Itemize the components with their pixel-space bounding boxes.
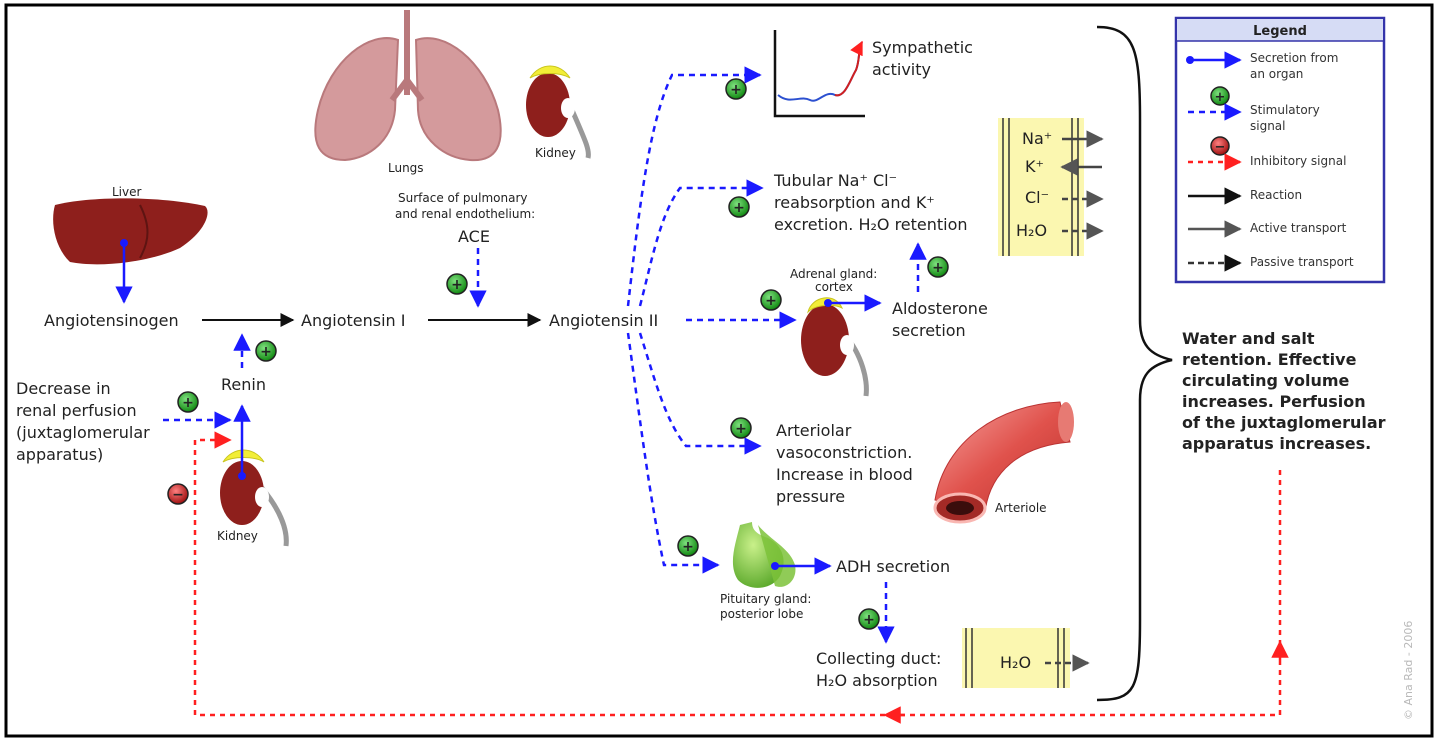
ace-line-2: and renal endothelium: [395, 207, 535, 221]
svg-text:+: + [682, 539, 694, 555]
kidney-bottom-icon [220, 449, 289, 547]
lungs-icon [314, 10, 502, 162]
result-line-5: of the juxtaglomerular [1182, 413, 1386, 432]
arteriolar-line-4: pressure [776, 487, 845, 506]
sympathetic-line-2: activity [872, 60, 931, 79]
legend-secretion-label-1: Secretion from [1250, 51, 1338, 65]
result-line-1: Water and salt [1182, 329, 1315, 348]
pituitary-stim-arrow [626, 332, 720, 574]
plus-icon: + [728, 196, 750, 218]
sympathetic-stim-arrow [626, 66, 762, 307]
svg-text:−: − [172, 487, 184, 503]
legend-secretion-label-2: an organ [1250, 67, 1303, 81]
collecting-line-2: H₂O absorption [816, 671, 938, 690]
feedback-inhibitory-arrow [193, 431, 1282, 717]
plus-icon: + [446, 273, 468, 295]
tubular-line-2: reabsorption and K⁺ [774, 193, 935, 212]
svg-text:+: + [730, 82, 742, 98]
legend-passive-label: Passive transport [1250, 255, 1354, 269]
effects-brace [1096, 25, 1173, 702]
svg-text:+: + [260, 344, 272, 360]
plus-icon: + [255, 340, 277, 362]
svg-text:−: − [1215, 140, 1226, 155]
legend-minus-icon: − [1210, 136, 1230, 156]
sympathetic-graph [773, 30, 865, 118]
result-line-3: circulating volume [1182, 371, 1350, 390]
arteriolar-line-3: Increase in blood [776, 465, 913, 484]
collecting-ion: H₂O [1000, 653, 1031, 672]
svg-text:+: + [863, 612, 875, 628]
arteriolar-line-1: Arteriolar [776, 421, 852, 440]
pituitary-label-2: posterior lobe [720, 607, 803, 621]
arteriole-label: Arteriole [995, 501, 1047, 515]
svg-text:+: + [765, 293, 777, 309]
collecting-line-1: Collecting duct: [816, 649, 941, 668]
liver-label: Liver [112, 185, 142, 199]
plus-icon: + [858, 608, 880, 630]
adrenal-kidney-icon [801, 297, 869, 397]
adh-label: ADH secretion [836, 557, 950, 576]
legend-active-label: Active transport [1250, 221, 1347, 235]
adrenal-label-2: cortex [815, 280, 853, 294]
plus-icon: + [760, 289, 782, 311]
aldosterone-line-2: secretion [892, 321, 966, 340]
legend-title: Legend [1253, 24, 1307, 39]
result-line-4: increases. Perfusion [1182, 392, 1366, 411]
angiotensin-i-label: Angiotensin I [301, 311, 405, 330]
svg-text:+: + [932, 260, 944, 276]
adrenal-label-1: Adrenal gland: [790, 267, 877, 281]
svg-text:+: + [451, 277, 463, 293]
angiotensin-ii-label: Angiotensin II [549, 311, 658, 330]
aldosterone-line-1: Aldosterone [892, 299, 988, 318]
credit-text: © Ana Rad - 2006 [1402, 621, 1415, 720]
svg-text:+: + [733, 200, 745, 216]
legend-stim-label-2: signal [1250, 119, 1286, 133]
perfusion-line-3: (juxtaglomerular [16, 423, 150, 442]
result-line-2: retention. Effective [1182, 350, 1357, 369]
renin-label: Renin [221, 375, 266, 394]
ion-k: K⁺ [1025, 157, 1044, 176]
legend-box: Legend Secretion from an organ + Stimula… [1174, 16, 1386, 284]
sympathetic-line-1: Sympathetic [872, 38, 973, 57]
legend-inhib-label: Inhibitory signal [1250, 154, 1346, 168]
ion-na: Na⁺ [1022, 129, 1052, 148]
plus-sign-icons: + + + + + + + + + + [177, 78, 949, 630]
ion-h2o: H₂O [1016, 221, 1047, 240]
ion-cl: Cl⁻ [1025, 188, 1049, 207]
svg-text:+: + [735, 421, 747, 437]
arteriole-icon [933, 401, 1074, 524]
minus-icon: − [167, 483, 189, 505]
plus-icon: + [730, 417, 752, 439]
perfusion-line-4: apparatus) [16, 445, 103, 464]
pituitary-label-1: Pituitary gland: [720, 592, 811, 606]
perfusion-line-1: Decrease in [16, 379, 111, 398]
plus-icon: + [677, 535, 699, 557]
ace-label: ACE [458, 227, 490, 246]
plus-icon: + [177, 391, 199, 413]
ace-line-1: Surface of pulmonary [398, 191, 528, 205]
perfusion-line-2: renal perfusion [16, 401, 137, 420]
kidney-top-label: Kidney [535, 146, 576, 160]
angiotensinogen-label: Angiotensinogen [44, 311, 179, 330]
legend-reaction-label: Reaction [1250, 188, 1302, 202]
kidney-top-icon [526, 65, 591, 159]
result-line-6: apparatus increases. [1182, 434, 1371, 453]
svg-text:+: + [182, 395, 194, 411]
liver-icon [53, 198, 208, 265]
tubular-transport-panel [998, 118, 1084, 256]
tubular-line-1: Tubular Na⁺ Cl⁻ [773, 171, 897, 190]
tubular-line-3: excretion. H₂O retention [774, 215, 968, 234]
legend-plus-icon: + [1210, 86, 1230, 106]
plus-icon: + [927, 256, 949, 278]
svg-text:+: + [1215, 90, 1226, 105]
lungs-label: Lungs [388, 161, 424, 175]
kidney-bottom-label: Kidney [217, 529, 258, 543]
collecting-transport-panel [962, 628, 1070, 688]
pituitary-icon [732, 522, 796, 588]
legend-stim-label-1: Stimulatory [1250, 103, 1320, 117]
arteriolar-line-2: vasoconstriction. [776, 443, 912, 462]
plus-icon: + [725, 78, 747, 100]
